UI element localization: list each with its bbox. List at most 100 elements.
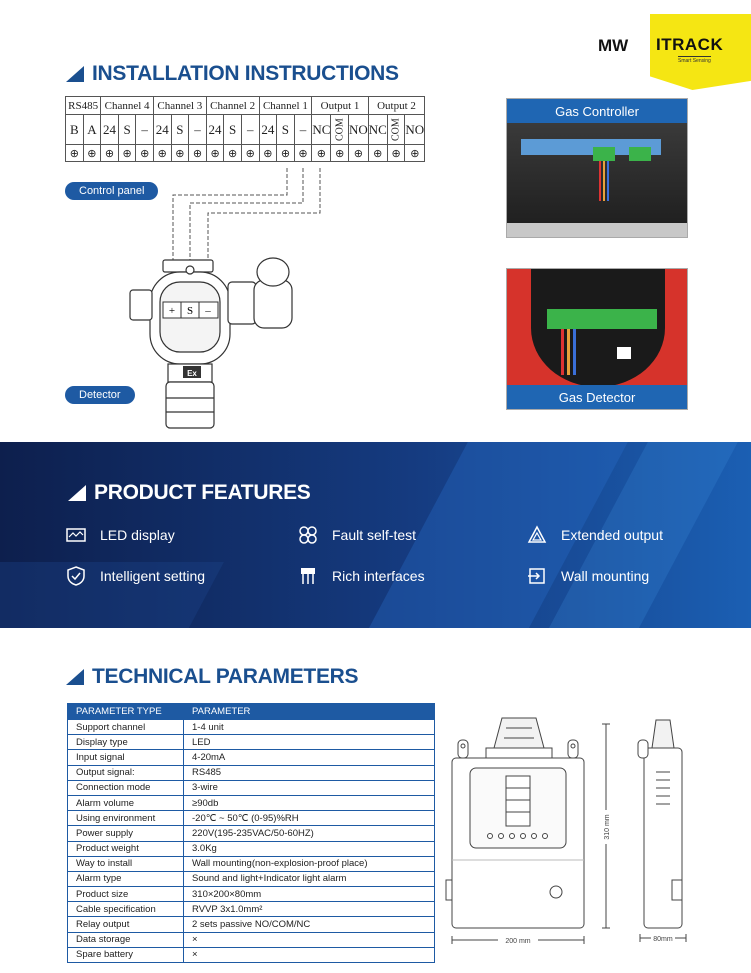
parameter-type-cell: Relay output [67, 916, 184, 933]
header-parameter: PARAMETER [183, 703, 435, 720]
installation-title: INSTALLATION INSTRUCTIONS [92, 62, 399, 85]
ex-mark-text: Ex [187, 369, 197, 378]
extended-output-icon [527, 525, 547, 545]
detector-pin-minus: – [204, 305, 211, 317]
terminal-screw-icon: ⊕ [330, 144, 349, 162]
parameter-value-cell: 4-20mA [183, 749, 435, 766]
parameter-value-cell: Sound and light+Indicator light alarm [183, 870, 435, 888]
logo-tagline: Smart Sensing [678, 56, 711, 64]
terminal-group-label: Output 1 [311, 96, 369, 115]
table-row: Using environment-20℃ ~ 50℃ (0-95)%RH [67, 810, 435, 827]
parameter-value-cell: 310×200×80mm [183, 886, 435, 903]
feature-fault-self-test: Fault self-test [298, 525, 416, 545]
parameter-type-cell: Display type [67, 734, 184, 751]
parameter-type-cell: Alarm volume [67, 794, 184, 812]
wire-ground [207, 168, 321, 290]
parameter-value-cell: × [183, 931, 435, 948]
terminal-screw-icon: ⊕ [258, 144, 278, 162]
table-row: Spare battery× [67, 946, 435, 964]
wall-mounting-icon [527, 566, 547, 586]
gas-detector-photo: Gas Detector [506, 268, 688, 410]
table-row: Output signal:RS485 [67, 764, 435, 781]
parameter-type-cell: Product size [67, 886, 184, 903]
parameter-value-cell: LED [183, 734, 435, 751]
parameters-title: TECHNICAL PARAMETERS [92, 665, 359, 688]
terminal-screw-icon: ⊕ [223, 144, 242, 162]
intelligent-setting-icon [66, 566, 86, 586]
parameter-type-cell: Product weight [67, 840, 184, 857]
parameter-type-cell: Support channel [67, 718, 184, 736]
features-heading: PRODUCT FEATURES [68, 481, 311, 505]
width-dimension-label: 200 mm [505, 938, 530, 945]
feature-intelligent-setting: Intelligent setting [66, 566, 205, 586]
parameter-value-cell: ≥90db [183, 794, 435, 812]
feature-rich-interfaces: Rich interfaces [298, 566, 425, 586]
parameter-type-cell: Way to install [67, 855, 184, 872]
parameter-value-cell: 1-4 unit [183, 718, 435, 736]
parameter-type-cell: Spare battery [67, 946, 184, 964]
logo-brand-text: ITRACK [656, 35, 724, 54]
installation-heading: INSTALLATION INSTRUCTIONS [66, 62, 399, 86]
fault-self-test-icon [298, 525, 318, 545]
wire-24v [172, 168, 288, 280]
parameter-value-cell: × [183, 946, 435, 964]
parameter-type-cell: Input signal [67, 749, 184, 766]
terminal-screw-icon: ⊕ [367, 144, 388, 162]
logo-mw-text: MW [598, 36, 629, 55]
detector-terminal [162, 301, 219, 319]
parameter-type-cell: Cable specification [67, 901, 184, 918]
rich-interfaces-icon [298, 566, 318, 586]
gas-detector-caption: Gas Detector [507, 385, 687, 409]
parameter-value-cell: RVVP 3x1.0mm² [183, 901, 435, 918]
depth-dimension-label: 80mm [653, 936, 673, 943]
wire-signal [189, 168, 304, 280]
parameter-type-cell: Alarm type [67, 870, 184, 888]
terminal-screw-icon: ⊕ [311, 144, 332, 162]
parameter-value-cell: Wall mounting(non-explosion-proof place) [183, 855, 435, 872]
control-panel-label: Control panel [65, 182, 159, 200]
terminal-group-label: Channel 1 [258, 96, 313, 115]
feature-wall-mounting: Wall mounting [527, 566, 649, 586]
table-row: Data storage× [67, 931, 435, 948]
parameter-type-cell: Power supply [67, 825, 184, 842]
parameter-value-cell: 3-wire [183, 779, 435, 796]
parameter-type-cell: Output signal: [67, 764, 184, 781]
gas-controller-caption: Gas Controller [507, 99, 687, 123]
parameter-type-cell: Data storage [67, 931, 184, 948]
terminal-screw-icon: ⊕ [404, 144, 426, 162]
gas-controller-photo: Gas Controller [506, 98, 688, 238]
terminal-pin-label: NO [404, 114, 426, 145]
brand-logo: MW ITRACK Smart Sensing [598, 14, 751, 90]
logo-yellow-badge [650, 14, 751, 90]
feature-extended-output: Extended output [527, 525, 663, 545]
parameter-value-cell: -20℃ ~ 50℃ (0-95)%RH [183, 810, 435, 827]
detector-pin-signal: S [187, 305, 193, 317]
table-header-row: PARAMETER TYPE PARAMETER [67, 703, 435, 720]
terminal-pin-label: NC [367, 114, 388, 145]
parameter-type-cell: Using environment [67, 810, 184, 827]
table-row: Alarm volume≥90db [67, 794, 435, 812]
terminal-screw-icon: ⊕ [65, 144, 84, 162]
detector-pin-plus: + [169, 305, 175, 317]
terminal-pin-label: 24 [152, 114, 172, 145]
feature-led-display: LED display [66, 525, 175, 545]
parameter-value-cell: 220V(195-235VAC/50-60HZ) [183, 825, 435, 842]
terminal-group-label: Channel 2 [205, 96, 260, 115]
terminal-pin-label: NC [311, 114, 332, 145]
parameter-value-cell: 2 sets passive NO/COM/NC [183, 916, 435, 933]
terminal-screw-icon: ⊕ [240, 144, 260, 162]
heading-triangle-icon [68, 485, 86, 501]
terminal-group-label: Channel 4 [100, 96, 154, 115]
detector-drawing [129, 257, 293, 429]
heading-triangle-icon [66, 66, 84, 82]
terminal-screw-icon: ⊕ [100, 144, 119, 162]
technical-parameters-table: PARAMETER TYPE PARAMETER Support channel… [67, 703, 435, 964]
